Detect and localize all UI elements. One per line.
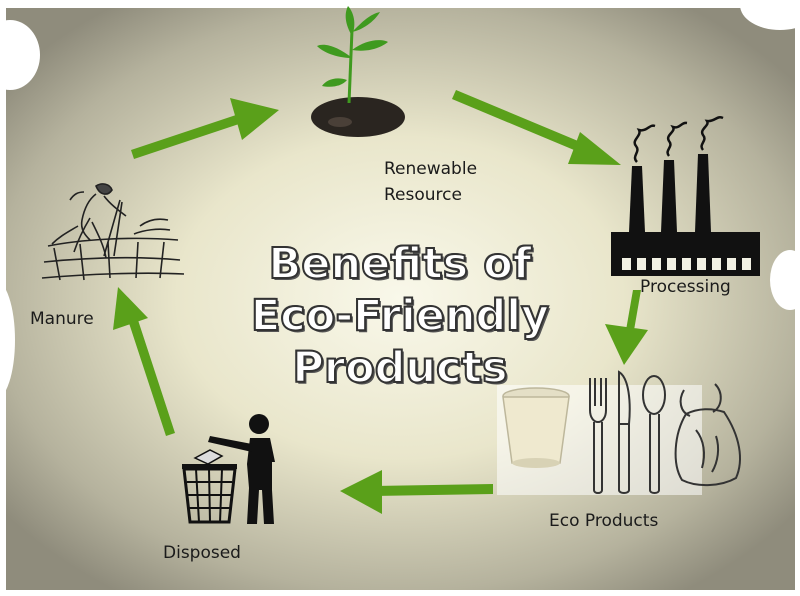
- farmer-icon: [42, 184, 184, 280]
- diagram-title: Benefits of Eco-Friendly Products: [228, 238, 572, 394]
- title-line-1: Benefits of: [228, 238, 572, 290]
- arrow-processing-to-eco: [605, 290, 648, 365]
- stage-label-renewable-line2: Resource: [384, 182, 477, 208]
- arrow-renewable-to-processing: [452, 90, 621, 165]
- sprout-icon: [311, 6, 405, 137]
- stage-label-manure: Manure: [30, 306, 94, 332]
- factory-icon: [611, 117, 760, 276]
- stage-label-renewable-resource: Renewable Resource: [384, 156, 477, 208]
- stage-label-disposed: Disposed: [163, 540, 241, 566]
- title-line-3: Products: [228, 342, 572, 394]
- cup-icon: [503, 388, 569, 468]
- stage-label-renewable-line1: Renewable: [384, 156, 477, 182]
- arrow-disposed-to-manure: [113, 287, 175, 436]
- stage-label-processing: Processing: [640, 274, 731, 300]
- stage-label-eco-products: Eco Products: [549, 508, 658, 534]
- title-line-2: Eco-Friendly: [228, 290, 572, 342]
- arrow-manure-to-renewable: [131, 98, 279, 159]
- arrow-eco-to-disposed: [340, 470, 493, 514]
- dustbin-icon: [182, 450, 237, 522]
